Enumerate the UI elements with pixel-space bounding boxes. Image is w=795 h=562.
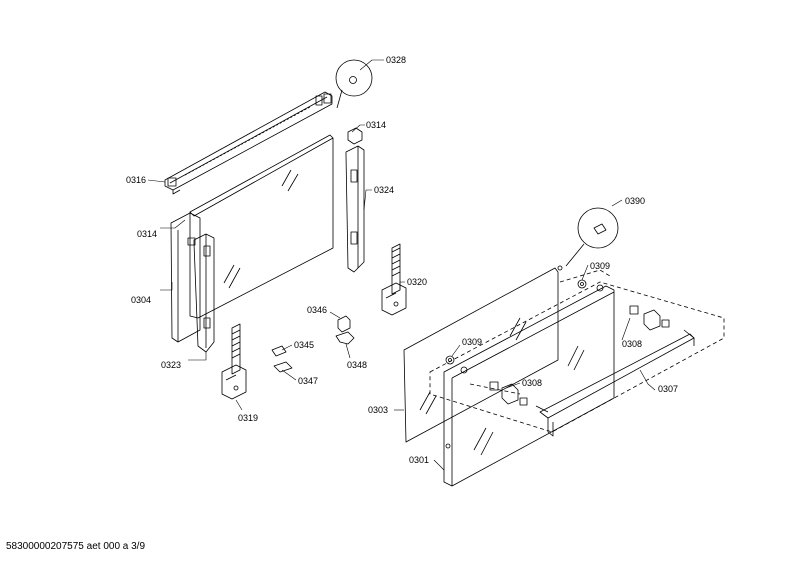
label-0308-right: 0308: [622, 339, 642, 349]
leader-lines: [147, 59, 656, 471]
left-side-bracket: [187, 233, 215, 353]
label-0347: 0347: [298, 376, 318, 386]
label-0319: 0319: [238, 413, 258, 423]
detail-magnifier-0328: [335, 59, 373, 109]
label-0345: 0345: [294, 340, 314, 350]
part-labels: 0328 0314 0316 0324 0314 0304 0320 0346 …: [126, 55, 678, 465]
end-caps: [489, 305, 670, 406]
label-0328: 0328: [386, 55, 406, 65]
label-0301: 0301: [409, 455, 429, 465]
label-0323: 0323: [161, 360, 181, 370]
label-0316: 0316: [126, 175, 146, 185]
outer-glass-pane: [443, 284, 615, 487]
top-rail: [164, 91, 333, 195]
hinge-left: [221, 323, 247, 400]
small-clips: [271, 315, 355, 373]
label-0314-left: 0314: [137, 229, 157, 239]
label-0314-top: 0314: [366, 120, 386, 130]
label-0307: 0307: [658, 384, 678, 394]
label-0308-left: 0308: [522, 378, 542, 388]
handle-dashed-outline: [429, 269, 725, 433]
hinge-right: [381, 243, 407, 316]
label-0320: 0320: [407, 277, 427, 287]
label-0304: 0304: [131, 295, 151, 305]
mounting-frame: [170, 212, 201, 343]
label-0348: 0348: [347, 360, 367, 370]
detail-magnifier-0390: [557, 207, 619, 271]
label-0303: 0303: [368, 405, 388, 415]
right-side-bracket: [345, 127, 365, 273]
inner-glass-pane: [403, 267, 559, 443]
label-0346: 0346: [307, 305, 327, 315]
rear-glass-pane: [189, 134, 334, 319]
label-0309-left: 0309: [462, 337, 482, 347]
label-0324: 0324: [374, 185, 394, 195]
screws: [445, 279, 587, 365]
label-0390: 0390: [625, 196, 645, 206]
door-handle: [535, 329, 695, 437]
label-0309-right: 0309: [590, 261, 610, 271]
document-id-footer: 58300000207575 aet 000 a 3/9: [6, 541, 146, 552]
